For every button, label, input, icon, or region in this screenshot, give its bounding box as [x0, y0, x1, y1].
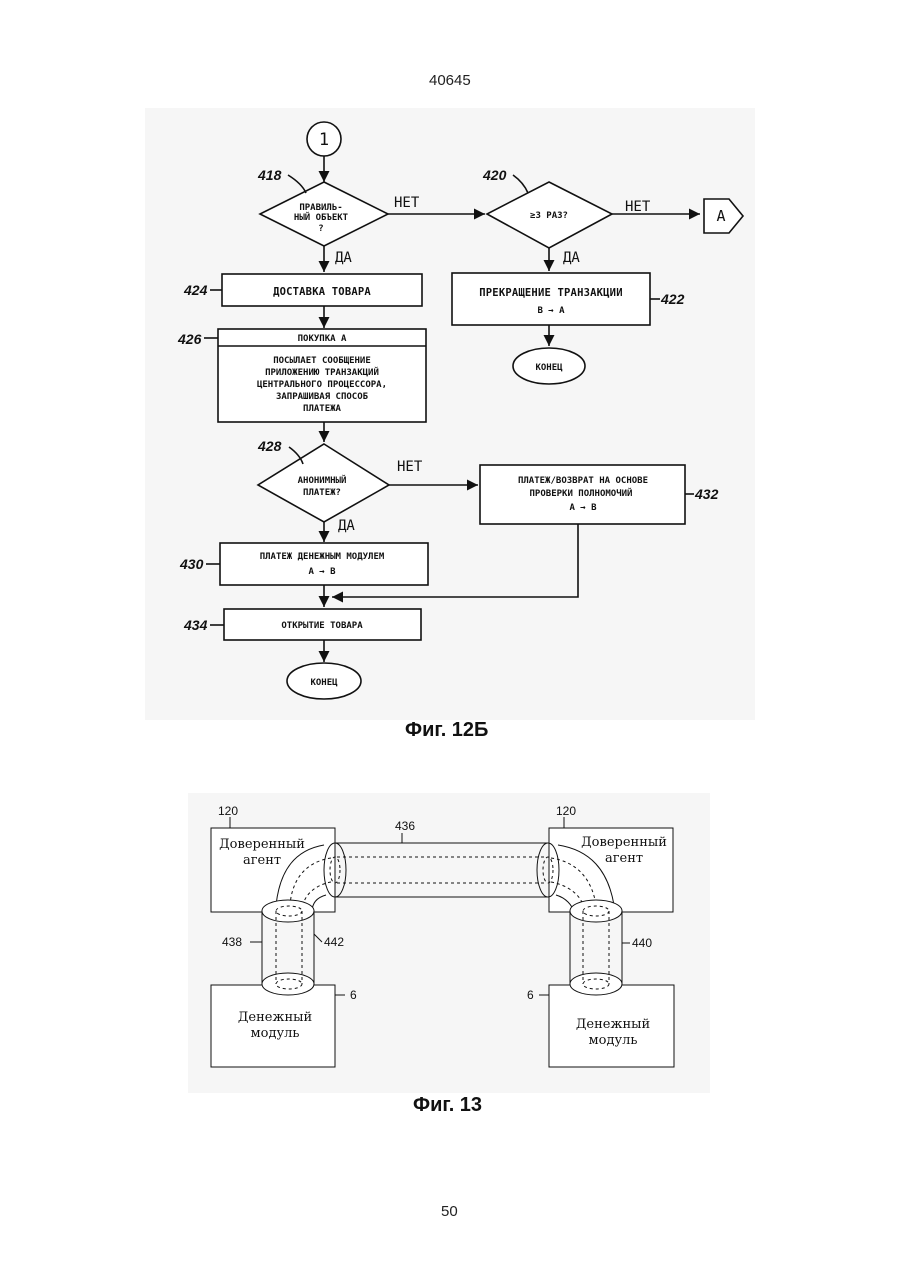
ref-6-right: 6 [527, 988, 534, 1002]
process-426-header: ПОКУПКА А [298, 334, 347, 344]
process-432-text-1: ПЛАТЕЖ/ВОЗВРАТ НА ОСНОВЕ [518, 476, 648, 486]
process-424-text: ДОСТАВКА ТОВАРА [273, 286, 371, 298]
edge-yes-420: ДА [563, 250, 580, 266]
edge-no-420: НЕТ [625, 199, 651, 215]
process-426-text-3: ЦЕНТРАЛЬНОГО ПРОЦЕССОРА, [257, 380, 387, 390]
end-2-label: КОНЕЦ [310, 678, 338, 688]
ref-432: 432 [694, 486, 719, 502]
trusted-agent-right-text-1: Доверенный [581, 835, 667, 850]
decision-418-text-2: НЫЙ ОБЪЕКТ [294, 211, 349, 223]
process-432-text-2: ПРОВЕРКИ ПОЛНОМОЧИЙ [530, 487, 633, 499]
ref-440: 440 [632, 936, 652, 950]
trusted-agent-right-text-2: агент [605, 851, 643, 866]
ref-426: 426 [177, 331, 202, 347]
end-1-label: КОНЕЦ [535, 363, 563, 373]
process-426-text-4: ЗАПРАШИВАЯ СПОСОБ [276, 392, 369, 402]
ref-120-left: 120 [218, 804, 238, 818]
edge-no-428: НЕТ [397, 459, 423, 475]
process-426-text-1: ПОСЫЛАЕТ СООБЩЕНИЕ [273, 356, 371, 366]
ref-434: 434 [183, 617, 208, 633]
decision-428-text-2: ПЛАТЕЖ? [303, 488, 341, 498]
money-module-right-text-2: модуль [589, 1033, 638, 1048]
ref-6-left: 6 [350, 988, 357, 1002]
trusted-agent-left-text-1: Доверенный [219, 837, 305, 852]
start-connector-label: 1 [319, 130, 329, 150]
ref-120-right: 120 [556, 804, 576, 818]
process-422-text-1: ПРЕКРАЩЕНИЕ ТРАНЗАКЦИИ [479, 287, 622, 299]
process-422 [452, 273, 650, 325]
process-430-text-1: ПЛАТЕЖ ДЕНЕЖНЫМ МОДУЛЕМ [260, 552, 385, 562]
trusted-agent-left-text-2: агент [243, 853, 281, 868]
decision-428-text-1: АНОНИМНЫЙ [298, 474, 347, 486]
ref-442: 442 [324, 935, 344, 949]
process-430-text-2: A → B [308, 567, 336, 577]
process-434-text: ОТКРЫТИЕ ТОВАРА [281, 621, 363, 631]
process-422-text-2: B → A [537, 306, 565, 316]
figure-12b-caption: Фиг. 12Б [405, 719, 488, 742]
process-430 [220, 543, 428, 585]
figure-13-caption: Фиг. 13 [413, 1094, 482, 1117]
ref-422: 422 [660, 291, 685, 307]
edge-yes-418: ДА [335, 250, 352, 266]
money-module-left-text-1: Денежный [238, 1010, 312, 1025]
ref-424: 424 [183, 282, 208, 298]
edge-no-418: НЕТ [394, 195, 420, 211]
figure-13-diagram: Доверенный агент Доверенный агент Денежн… [0, 780, 900, 1100]
process-426-text-2: ПРИЛОЖЕНИЮ ТРАНЗАКЦИЙ [265, 366, 379, 378]
decision-418-text-1: ПРАВИЛЬ- [299, 203, 342, 213]
ref-430: 430 [179, 556, 204, 572]
ref-418: 418 [257, 167, 282, 183]
ref-420: 420 [482, 167, 507, 183]
ref-436: 436 [395, 819, 415, 833]
ref-438: 438 [222, 935, 242, 949]
process-432-text-3: A → B [569, 503, 597, 513]
offpage-connector-label: A [716, 207, 725, 225]
page-number: 50 [441, 1203, 458, 1220]
figure-12b-flowchart: 1 A 418 420 424 426 428 422 432 430 434 … [0, 0, 900, 740]
edge-yes-428: ДА [338, 518, 355, 534]
money-module-left-text-2: модуль [251, 1026, 300, 1041]
ref-428: 428 [257, 438, 282, 454]
decision-418-text-3: ? [318, 224, 323, 234]
decision-420-text: ≥3 РАЗ? [530, 211, 568, 221]
money-module-right-text-1: Денежный [576, 1017, 650, 1032]
process-426-text-5: ПЛАТЕЖА [303, 404, 342, 414]
